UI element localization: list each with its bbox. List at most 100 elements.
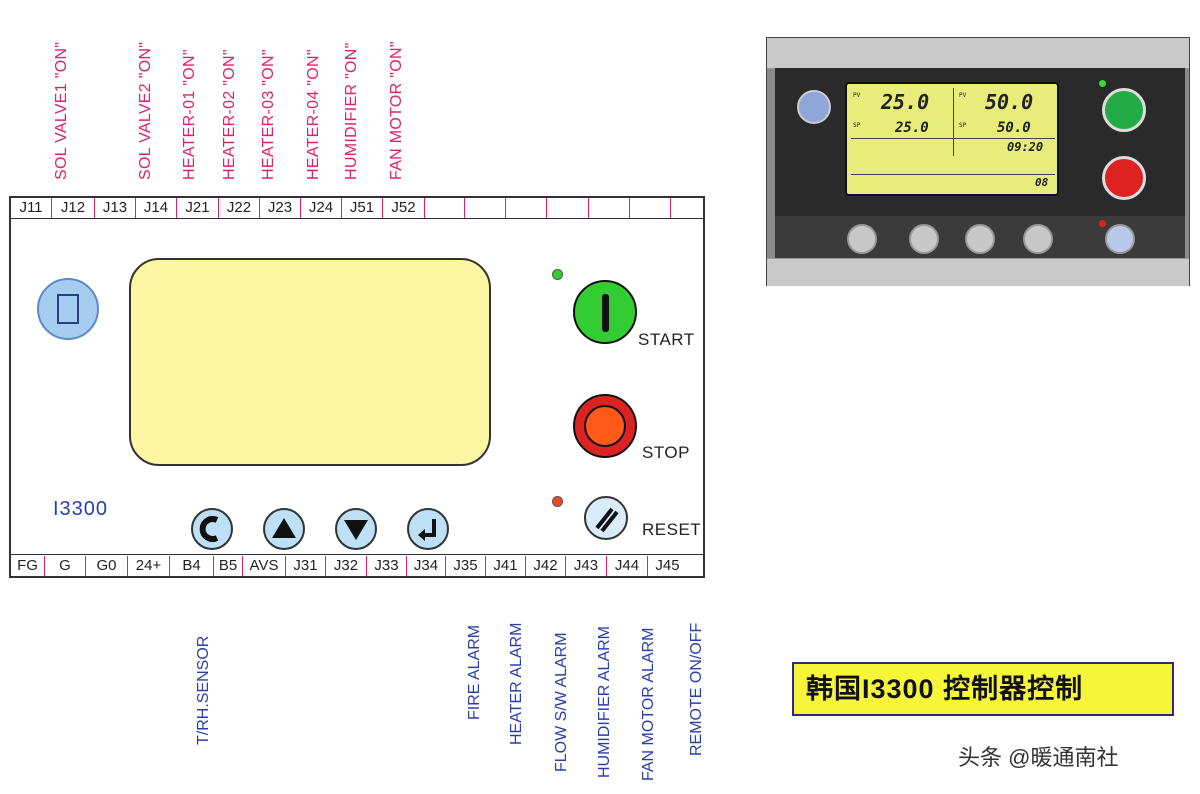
terminal-j45: J45: [655, 557, 680, 574]
terminal-g0: G0: [86, 556, 128, 576]
terminal-j12: J12: [52, 198, 95, 218]
photo-pv-hum: 50.0: [985, 90, 1034, 114]
photo-menu-button: [797, 90, 831, 124]
photo-reset-button: [1105, 224, 1135, 254]
photo-down-button: [965, 224, 995, 254]
heater-alarm-label: HEATER ALARM: [508, 622, 525, 745]
humidifier-label: HUMIDIFIER "ON": [343, 42, 360, 180]
terminal-blank-10: [425, 198, 465, 218]
flow-switch-alarm-label: FLOW S/W ALARM: [553, 632, 570, 772]
heater-03-label: HEATER-03 "ON": [260, 49, 277, 180]
lcd-display: [129, 258, 491, 466]
photo-stop-button: [1102, 156, 1146, 200]
terminal-blank-13: [547, 198, 589, 218]
controller-photo: PV 25.0 PV 50.0 SP 25.0 SP 50.0 09:20 08: [766, 37, 1190, 286]
run-led: [552, 269, 563, 280]
terminal-j33: J33: [367, 556, 407, 576]
photo-lcd-divider: [953, 88, 954, 156]
photo-sp-temp: 25.0: [895, 120, 929, 136]
photo-sp-label-left: SP: [853, 122, 861, 129]
down-button[interactable]: [335, 508, 377, 550]
heater-04-label: HEATER-04 "ON": [305, 49, 322, 180]
terminal-blank-16: [671, 198, 707, 218]
remote-onoff-label: REMOTE ON/OFF: [688, 622, 705, 756]
alarm-led: [552, 496, 563, 507]
photo-sp-label-right: SP: [959, 122, 967, 129]
escape-button[interactable]: [191, 508, 233, 550]
photo-time: 09:20: [1007, 140, 1044, 154]
fan-motor-label: FAN MOTOR "ON": [388, 41, 405, 180]
up-arrow-icon: [272, 518, 296, 538]
bottom-rule: [11, 554, 703, 555]
terminal-j24: J24: [301, 198, 342, 218]
terminal-j35: J35: [446, 556, 486, 576]
stop-button[interactable]: [573, 394, 637, 458]
menu-button[interactable]: [37, 278, 99, 340]
terminal-j32: J32: [326, 556, 367, 576]
terminal-j43: J43: [566, 556, 607, 576]
terminal-blank-11: [465, 198, 506, 218]
up-button[interactable]: [263, 508, 305, 550]
terminal-b5: B5: [214, 556, 243, 576]
watermark: 头条 @暖通南社: [958, 745, 1119, 770]
photo-pv-label-left: PV: [853, 92, 861, 99]
top-rule: [11, 218, 703, 219]
photo-pv-label-right: PV: [959, 92, 967, 99]
start-label: START: [638, 330, 695, 349]
terminal-j41: J41: [486, 556, 526, 576]
photo-lcd: PV 25.0 PV 50.0 SP 25.0 SP 50.0 09:20 08: [845, 82, 1059, 196]
terminal-j14: J14: [136, 198, 177, 218]
power-on-icon: [602, 294, 609, 332]
photo-lcd-rule-1: [851, 138, 1055, 139]
photo-panel: PV 25.0 PV 50.0 SP 25.0 SP 50.0 09:20 08: [775, 68, 1185, 258]
terminal-blank-14: [589, 198, 630, 218]
photo-alarm-led: [1099, 220, 1106, 227]
terminal-j31: J31: [286, 556, 326, 576]
trh-sensor-label: T/RH.SENSOR: [195, 635, 212, 745]
photo-bottom-stripe: [767, 258, 1189, 286]
enter-button[interactable]: [407, 508, 449, 550]
terminal-j34: J34: [407, 556, 446, 576]
fan-motor-alarm-label: FAN MOTOR ALARM: [640, 627, 657, 781]
model-label: I3300: [53, 498, 109, 520]
heater-01-label: HEATER-01 "ON": [181, 49, 198, 180]
terminal-j42: J42: [526, 556, 566, 576]
enter-icon: [418, 519, 436, 541]
humidifier-alarm-label: HUMIDIFIER ALARM: [596, 625, 613, 778]
down-arrow-icon: [344, 520, 368, 540]
terminal-blank-12: [506, 198, 547, 218]
fire-alarm-label: FIRE ALARM: [466, 624, 483, 720]
sol-valve1-label: SOL VALVE1 "ON": [53, 41, 70, 180]
photo-sp-hum: 50.0: [997, 120, 1031, 136]
terminal-j13: J13: [95, 198, 136, 218]
photo-enter-button: [1023, 224, 1053, 254]
start-button[interactable]: [573, 280, 637, 344]
reset-button[interactable]: [584, 496, 628, 540]
terminal-b4: B4: [170, 556, 214, 576]
reset-icon: [595, 507, 619, 533]
terminal-g: G: [45, 556, 86, 576]
photo-escape-button: [847, 224, 877, 254]
photo-pv-temp: 25.0: [881, 90, 930, 114]
stop-label: STOP: [642, 443, 690, 462]
terminal-avs: AVS: [243, 556, 286, 576]
photo-top-stripe: [767, 38, 1189, 69]
terminal-blank-15: [630, 198, 671, 218]
terminal-j21: J21: [177, 198, 219, 218]
menu-icon: [57, 294, 79, 324]
stop-icon: [584, 405, 626, 447]
terminal-j44: J44: [607, 556, 648, 576]
photo-start-button: [1102, 88, 1146, 132]
photo-up-button: [909, 224, 939, 254]
escape-icon: [199, 516, 219, 542]
terminal-j23: J23: [260, 198, 301, 218]
title-box: 韩国I3300 控制器控制: [792, 662, 1174, 716]
terminal-j22: J22: [219, 198, 260, 218]
photo-lcd-rule-2: [851, 174, 1055, 175]
terminal-24: 24+: [128, 556, 170, 576]
terminal-fg: FG: [11, 556, 45, 576]
reset-label: RESET: [642, 520, 702, 539]
photo-run-led: [1099, 80, 1106, 87]
